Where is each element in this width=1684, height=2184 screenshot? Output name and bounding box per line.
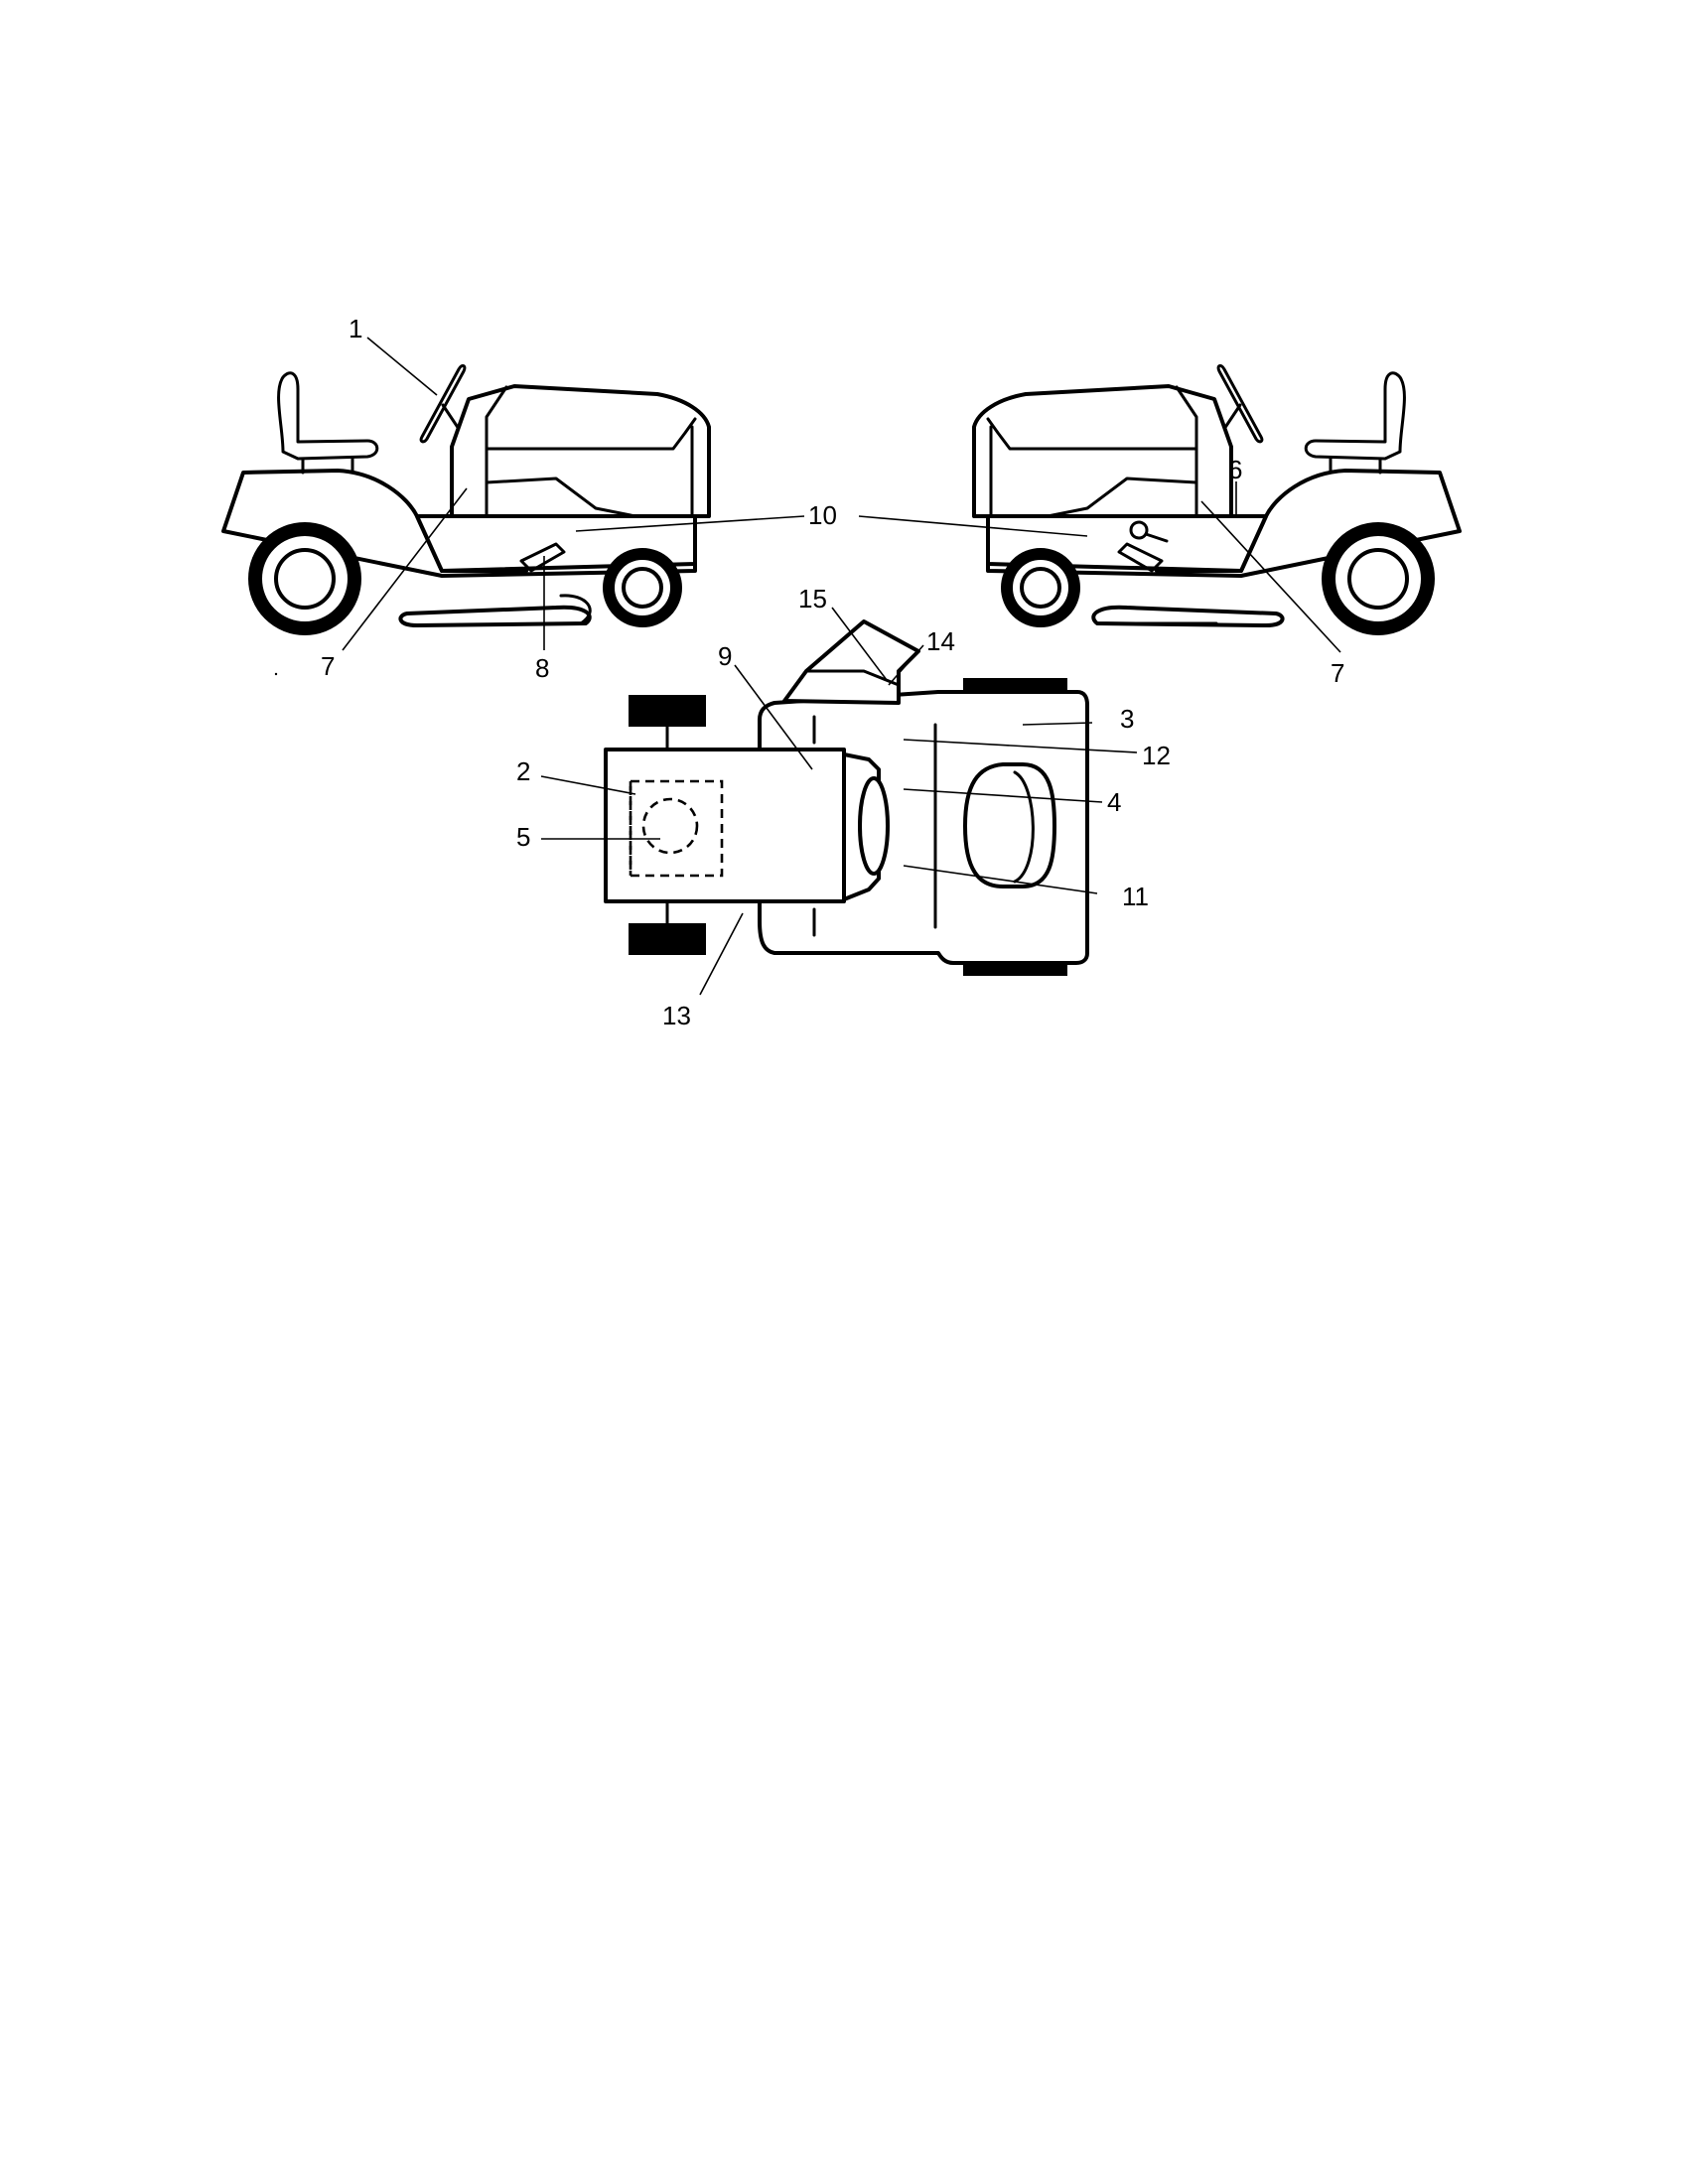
callout-labels: 1 2 3 4 5 6 7 7 8 9 10 11 12 13 14 15 [321, 314, 1344, 1030]
callout-11: 11 [1122, 882, 1149, 911]
callout-3: 3 [1120, 704, 1134, 734]
ignition-key-icon [1129, 520, 1169, 543]
callout-9: 9 [718, 641, 732, 671]
callout-4: 4 [1107, 787, 1121, 817]
callout-10: 10 [808, 500, 837, 530]
stray-dot [274, 672, 278, 676]
callout-6: 6 [1228, 455, 1242, 484]
tractor-top-view [604, 619, 1089, 976]
callout-5: 5 [516, 822, 530, 852]
callout-1: 1 [349, 314, 362, 343]
callout-7-right: 7 [1331, 658, 1344, 688]
callout-12: 12 [1142, 741, 1171, 770]
callout-15: 15 [798, 584, 827, 614]
callout-13: 13 [662, 1001, 691, 1030]
callout-8: 8 [535, 653, 549, 683]
tractor-right-side-view [972, 363, 1462, 635]
callout-14: 14 [926, 626, 955, 656]
callout-7-left: 7 [321, 651, 335, 681]
tractor-left-side-view [221, 363, 711, 635]
leader-lines [342, 337, 1341, 996]
callout-2: 2 [516, 756, 530, 786]
